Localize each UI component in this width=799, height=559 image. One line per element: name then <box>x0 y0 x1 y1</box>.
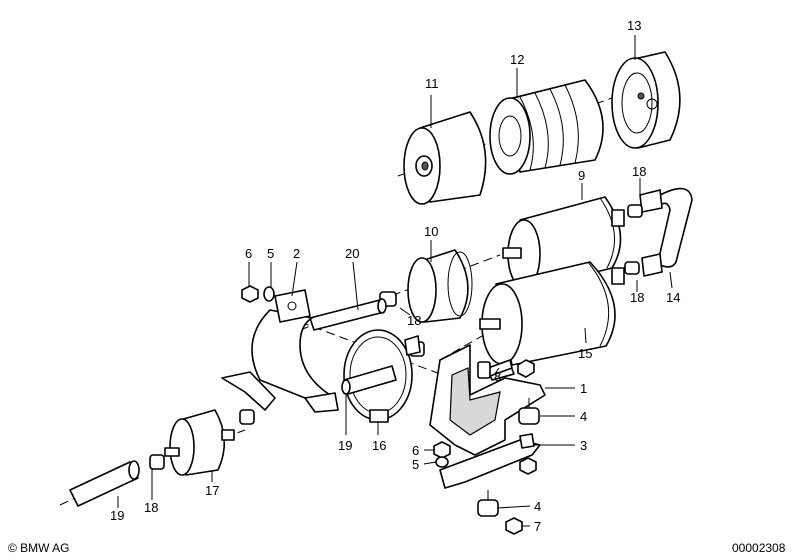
part-15-fuel-pump <box>479 261 625 366</box>
label-17: 17 <box>205 483 219 498</box>
drawing-number: 00002308 <box>732 541 786 555</box>
label-12: 12 <box>510 52 524 67</box>
copyright-text: © BMW AG <box>8 541 70 555</box>
part-11-sleeve <box>403 111 487 205</box>
label-6-bottom: 6 <box>412 443 419 458</box>
part-19-hose <box>69 460 140 507</box>
label-15: 15 <box>578 346 592 361</box>
part-9-fuel-pump <box>502 196 625 289</box>
label-19-bottom: 19 <box>110 508 124 523</box>
part-4-rubber-mounts <box>477 398 540 517</box>
label-18-mid: 18 <box>407 313 421 328</box>
label-14: 14 <box>666 290 680 305</box>
label-4-mid: 4 <box>580 409 587 424</box>
part-8-bolt <box>477 359 535 379</box>
label-5-bottom: 5 <box>412 457 419 472</box>
label-5-top: 5 <box>267 246 274 261</box>
part-17-filter <box>164 409 235 476</box>
label-3: 3 <box>580 438 587 453</box>
label-4-bottom: 4 <box>534 499 541 514</box>
label-20: 20 <box>345 246 359 261</box>
part-13-cap <box>611 51 681 149</box>
label-7: 7 <box>534 519 541 534</box>
part-2-bracket <box>221 289 339 413</box>
label-18-right: 18 <box>630 290 644 305</box>
part-1-support-bracket <box>429 344 546 456</box>
part-10-ring <box>407 249 473 323</box>
label-18-top: 18 <box>632 164 646 179</box>
label-11: 11 <box>425 76 439 91</box>
part-6-5-nut-washer <box>241 285 275 303</box>
part-14-hose <box>639 187 693 277</box>
part-3-lower-bracket <box>439 433 541 489</box>
part-7-nut <box>505 517 523 535</box>
part-20-rod <box>309 298 387 331</box>
label-1: 1 <box>580 381 587 396</box>
label-8: 8 <box>494 369 501 384</box>
part-6-5-lower-nut-washer <box>433 441 451 468</box>
part-12-bellows <box>489 79 604 175</box>
label-9: 9 <box>578 168 585 183</box>
part-19-stud <box>341 365 397 395</box>
label-6-top: 6 <box>245 246 252 261</box>
label-10: 10 <box>424 224 438 239</box>
label-18-bottom: 18 <box>144 500 158 515</box>
part-labels: 11 12 13 9 18 10 20 6 5 2 18 18 14 15 8 … <box>110 18 680 534</box>
leader-lines <box>117 35 673 527</box>
label-2: 2 <box>293 246 300 261</box>
label-13: 13 <box>627 18 641 33</box>
label-19-mid: 19 <box>338 438 352 453</box>
label-16: 16 <box>372 438 386 453</box>
